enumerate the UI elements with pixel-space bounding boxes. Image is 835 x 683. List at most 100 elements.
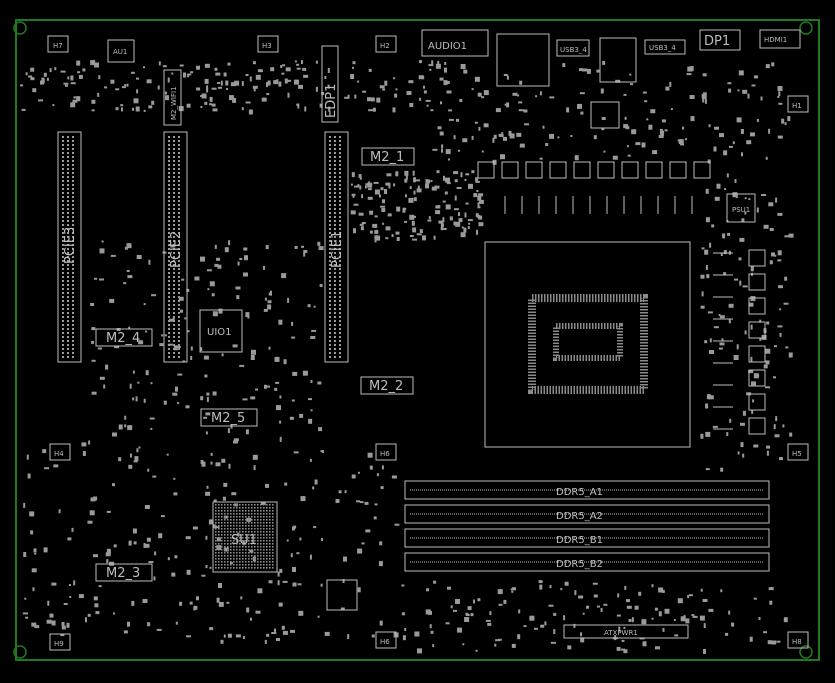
bga-ball [269, 567, 271, 569]
bga-ball [242, 558, 244, 560]
smd-part [344, 96, 349, 99]
smd-part [765, 360, 770, 365]
pcie-pin [168, 276, 170, 278]
smd-part [474, 121, 478, 124]
pcie-pin [168, 136, 170, 138]
bga-ball [230, 534, 232, 536]
smd-part [416, 188, 422, 193]
smd-part [242, 636, 245, 639]
pcie-pin [329, 252, 331, 254]
smd-part [385, 182, 391, 186]
smd-part [518, 101, 523, 104]
bga-ball [266, 540, 268, 542]
smd-part [101, 240, 104, 243]
smd-part [185, 405, 190, 409]
smd-part [736, 344, 739, 350]
bga-ball [230, 561, 232, 563]
smd-part [680, 616, 686, 622]
bga-ball [236, 516, 238, 518]
pcie-pin [173, 212, 175, 214]
smd-part [264, 384, 267, 389]
smd-part [103, 384, 106, 389]
vrm-choke [645, 161, 663, 179]
smd-part [535, 95, 538, 98]
pcie-pin [334, 348, 336, 350]
smd-part [89, 510, 95, 516]
smd-part [539, 157, 543, 160]
au1-chip [107, 39, 135, 63]
pcie-pin [178, 244, 180, 246]
smd-part [24, 597, 27, 600]
smd-part [414, 631, 420, 637]
smd-part [518, 609, 521, 614]
pcie-pin [178, 164, 180, 166]
pcie-pin [62, 288, 64, 290]
bga-ball [224, 549, 226, 551]
pcie-pin [72, 272, 74, 274]
bga-ball [272, 546, 274, 548]
pcie-pin [67, 280, 69, 282]
smd-part [30, 530, 34, 535]
pcie-pin [168, 152, 170, 154]
bga-ball [224, 510, 226, 512]
hdmi-connector [759, 29, 801, 49]
pcie-pin [178, 316, 180, 318]
pcie-pin [329, 292, 331, 294]
smd-part [328, 106, 331, 112]
bga-ball [227, 552, 229, 554]
bga-ball [239, 522, 241, 524]
smd-part [627, 154, 631, 157]
smd-part [264, 297, 267, 301]
bga-ball [245, 531, 247, 533]
bga-ball [224, 567, 226, 569]
smd-part [739, 237, 745, 242]
smd-part [740, 129, 744, 134]
pcie-pin [173, 156, 175, 158]
smd-part [175, 621, 178, 625]
smd-part [756, 207, 759, 213]
pcie-pin [178, 324, 180, 326]
smd-part [91, 340, 95, 344]
smd-part [175, 386, 178, 392]
smd-part [705, 403, 709, 409]
smd-part [756, 118, 759, 122]
smd-part [415, 179, 421, 182]
bga-ball [215, 510, 217, 512]
pcie-pin [178, 328, 180, 330]
smd-part [58, 509, 61, 514]
pcie-pin [339, 152, 341, 154]
smd-part [381, 208, 386, 212]
smd-part [773, 424, 776, 430]
smd-part [425, 609, 431, 615]
smd-part [732, 141, 735, 145]
smd-part [721, 338, 724, 342]
bga-ball [251, 531, 253, 533]
smd-part [136, 77, 139, 80]
bga-ball [242, 522, 244, 524]
smd-part [171, 572, 176, 577]
bga-ball [254, 507, 256, 509]
pcie-pin [62, 248, 64, 250]
label-ddr5-b2: DDR5_B2 [556, 559, 603, 570]
pcie-pin [334, 264, 336, 266]
smd-part [524, 123, 530, 126]
vrm-choke [693, 161, 711, 179]
pcie-pin [178, 356, 180, 358]
pcie-pin [334, 296, 336, 298]
smd-part [244, 255, 248, 261]
smd-part [51, 582, 57, 586]
pcie-pin [178, 280, 180, 282]
pcie-pin [72, 264, 74, 266]
bga-ball [257, 555, 259, 557]
pcie-pin [67, 248, 69, 250]
smd-part [412, 227, 417, 233]
smd-part [506, 75, 509, 80]
pcie-pin [339, 332, 341, 334]
pcie-pin [67, 164, 69, 166]
smd-part [211, 293, 215, 297]
pcie-pin [168, 356, 170, 358]
pcie-pin [72, 224, 74, 226]
smd-part [428, 64, 434, 67]
pcie-pin [67, 356, 69, 358]
pcie-pin [72, 148, 74, 150]
